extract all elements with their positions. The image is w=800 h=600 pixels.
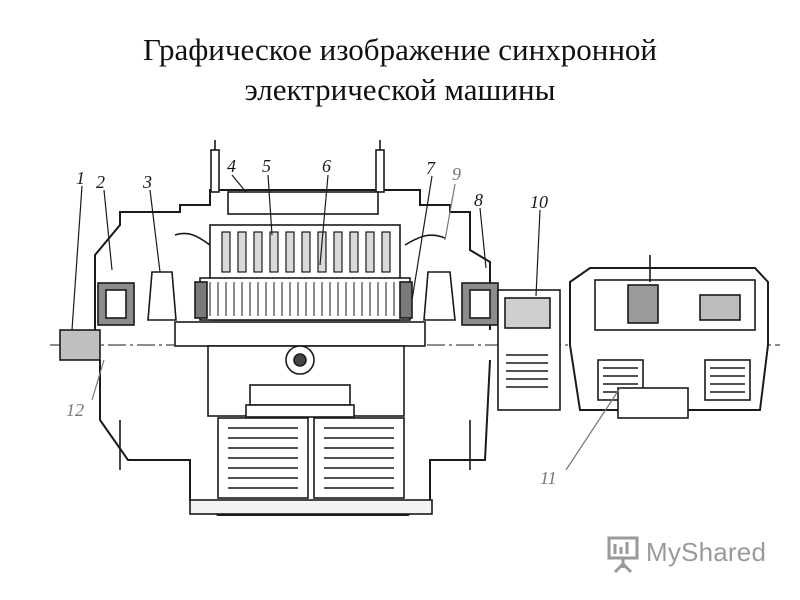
base-foot	[189, 499, 433, 515]
fan-right	[423, 271, 456, 321]
callout-5: 5	[262, 156, 271, 176]
end-winding-left	[174, 232, 211, 246]
callout-1: 1	[76, 168, 85, 188]
lifting-eye-right	[375, 149, 385, 193]
callout-6: 6	[322, 156, 331, 176]
myshared-logo: MyShared	[606, 532, 776, 576]
frame-lower	[99, 359, 491, 516]
callout-2: 2	[96, 172, 105, 192]
page-title: Графическое изображение синхронной элект…	[0, 30, 800, 110]
callout-10: 10	[530, 192, 548, 212]
lifting-eye-left	[210, 149, 220, 193]
title-line-1: Графическое изображение синхронной	[142, 32, 657, 67]
rotor-shaft-body	[174, 321, 426, 347]
title-line-2: электрической машины	[244, 72, 556, 107]
callout-11: 11	[540, 468, 557, 488]
callout-8: 8	[474, 190, 483, 210]
presentation-board-icon	[607, 536, 639, 574]
callout-4: 4	[227, 156, 236, 176]
callout-9: 9	[452, 164, 461, 184]
logo-text: MyShared	[646, 537, 767, 567]
top-cover	[227, 191, 379, 215]
stator-housing	[94, 189, 491, 330]
fan-left	[147, 271, 177, 321]
stator-slots	[221, 231, 391, 273]
rotor-laminations	[209, 282, 395, 316]
callout-7: 7	[426, 158, 436, 178]
shaft-end	[59, 329, 101, 361]
callout-12: 12	[66, 400, 84, 420]
callout-3: 3	[142, 172, 152, 192]
